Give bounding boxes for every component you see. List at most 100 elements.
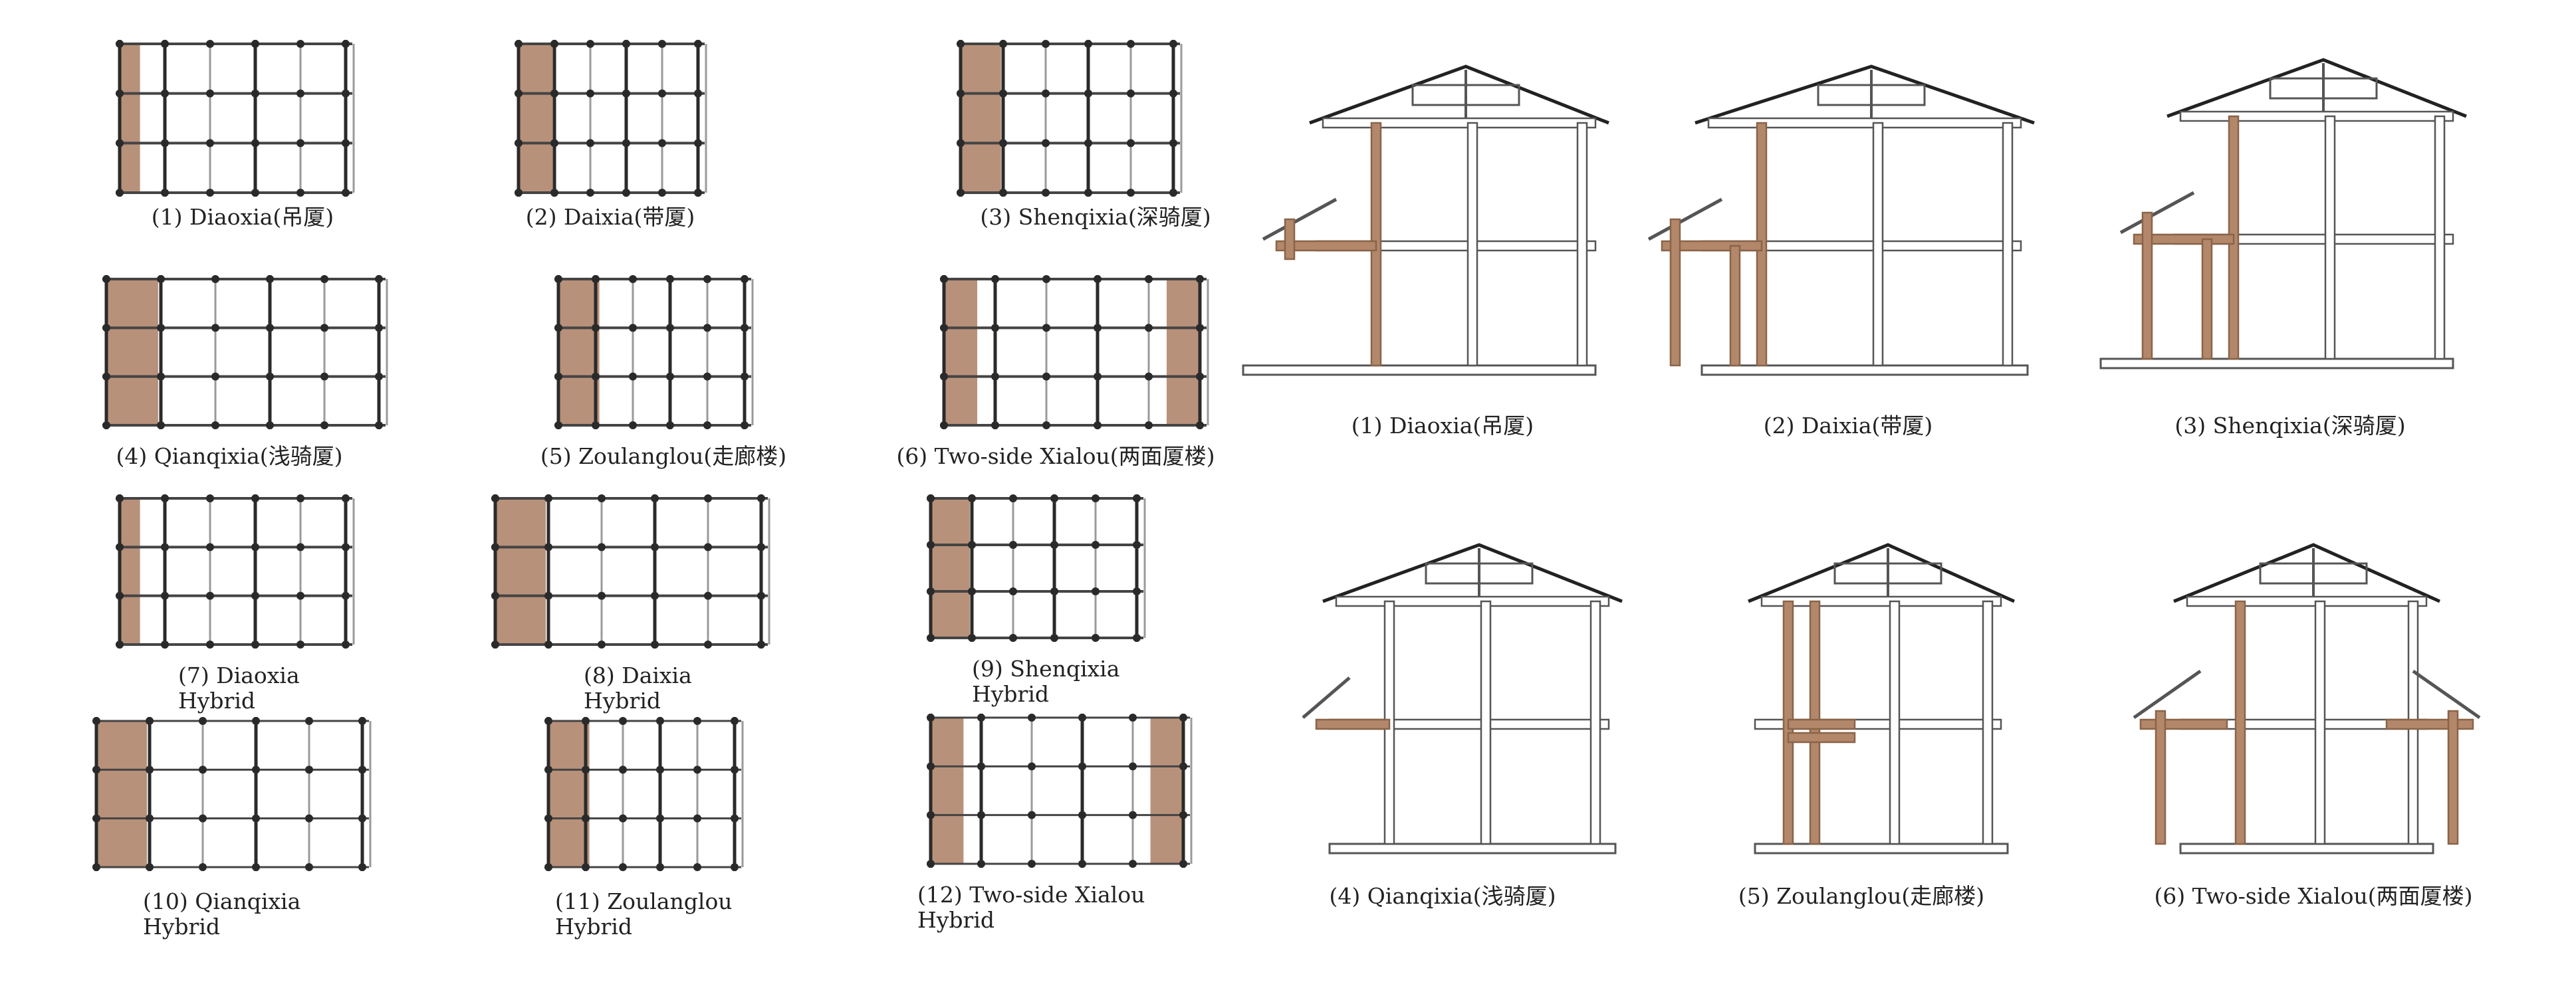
timber-zone-left — [931, 718, 964, 864]
column-node — [1042, 139, 1050, 148]
column-node — [1179, 714, 1187, 722]
ground-slab — [1754, 843, 2009, 855]
column-node — [544, 717, 552, 725]
timber-beam — [1787, 732, 1856, 744]
column-node — [651, 494, 659, 502]
column-node — [1042, 275, 1050, 283]
column-node — [251, 591, 259, 600]
column-node — [342, 40, 350, 48]
column-node — [656, 814, 664, 823]
column-node — [342, 591, 350, 600]
column-node — [116, 641, 124, 649]
column-node — [1009, 494, 1017, 502]
roof-line — [1748, 543, 2016, 603]
column-node — [211, 275, 219, 283]
column-node — [927, 634, 935, 642]
column-node — [651, 591, 659, 600]
column-node — [592, 275, 600, 283]
timber-post — [1669, 218, 1681, 367]
column-node — [550, 139, 558, 148]
column-node — [544, 863, 552, 871]
plan-caption-2: (2) Daixia(带厦) — [525, 204, 695, 230]
column-node — [968, 494, 976, 502]
column-node — [741, 324, 749, 332]
column-node — [296, 139, 304, 148]
column-node — [592, 421, 600, 429]
column-node — [968, 541, 976, 549]
column-node — [161, 591, 169, 600]
column-node — [629, 324, 637, 332]
column-node — [491, 641, 499, 649]
column — [1576, 122, 1588, 367]
column-node — [1084, 89, 1092, 98]
column-node — [320, 275, 328, 283]
column-node — [251, 139, 259, 148]
column-node — [375, 421, 383, 429]
column-node — [999, 139, 1007, 148]
column-node — [491, 494, 499, 502]
column-node — [1042, 324, 1050, 332]
column-node — [296, 591, 304, 600]
column-node — [1028, 762, 1036, 771]
column-node — [1179, 762, 1187, 771]
timber-beam — [1787, 718, 1856, 730]
column-node — [629, 372, 637, 381]
floor-plan-9 — [927, 494, 1146, 642]
column-node — [1145, 421, 1153, 429]
column-node — [693, 717, 701, 725]
column-node — [957, 40, 965, 48]
column-node — [704, 641, 712, 649]
column-node — [1028, 811, 1036, 819]
column-node — [252, 863, 260, 871]
column-node — [1169, 139, 1177, 148]
column-node — [666, 421, 674, 429]
column-node — [622, 189, 630, 197]
column-node — [550, 40, 558, 48]
timber-zone — [519, 44, 553, 193]
timber-post — [2141, 211, 2153, 360]
column-node — [619, 717, 627, 725]
column-node — [206, 641, 214, 649]
roof-line — [2173, 543, 2441, 603]
column-node — [651, 543, 659, 552]
floor-plan-11 — [544, 717, 744, 871]
column-node — [586, 189, 594, 197]
timber-beam — [2385, 718, 2474, 730]
column-node — [206, 591, 214, 600]
column-node — [592, 324, 600, 332]
column-node — [358, 814, 366, 823]
column-node — [1050, 494, 1058, 502]
floor-plan-2 — [515, 40, 707, 197]
beam — [2186, 595, 2428, 607]
column — [2002, 122, 2014, 367]
column-node — [1084, 189, 1092, 197]
column-node — [1133, 494, 1141, 502]
section-caption-2: (2) Daixia(带厦) — [1763, 413, 1933, 439]
column-node — [582, 765, 590, 774]
column-node — [199, 814, 207, 823]
section-caption-1: (1) Diaoxia(吊厦) — [1351, 413, 1534, 439]
column — [1466, 122, 1478, 367]
column-node — [544, 494, 552, 502]
column-node — [161, 543, 169, 552]
column-node — [1092, 494, 1100, 502]
column-node — [1133, 587, 1141, 595]
column-node — [92, 717, 100, 725]
column-node — [1145, 372, 1153, 381]
column-node — [252, 765, 260, 774]
column-node — [554, 324, 562, 332]
column-node — [1127, 40, 1135, 48]
column-node — [92, 765, 100, 774]
column-node — [161, 40, 169, 48]
column-node — [206, 543, 214, 552]
column-node — [968, 634, 976, 642]
column-node — [515, 40, 523, 48]
column-node — [342, 641, 350, 649]
column-node — [1050, 541, 1058, 549]
column-node — [515, 139, 523, 148]
column-node — [658, 40, 666, 48]
column-node — [694, 89, 702, 98]
column-node — [1169, 89, 1177, 98]
timber-zone — [931, 498, 970, 638]
ground-slab — [1328, 843, 1617, 855]
